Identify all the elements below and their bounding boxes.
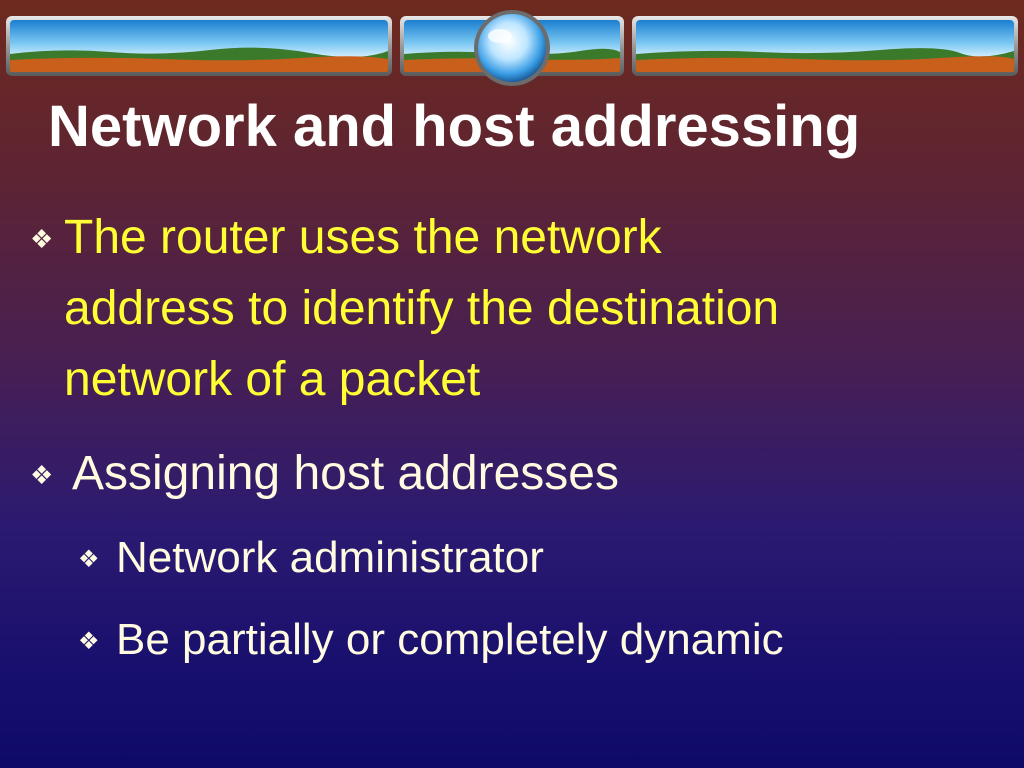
diamond-bullet-icon: ❖ (78, 628, 100, 655)
slide-title: Network and host addressing (48, 94, 861, 159)
bullet-item-assigning: ❖ Assigning host addresses (30, 438, 1020, 511)
diamond-bullet-icon: ❖ (30, 460, 54, 490)
bullet-text: Assigning host addresses (72, 447, 619, 500)
bullet-text: The router uses the network address to i… (64, 211, 780, 406)
diamond-bullet-icon: ❖ (30, 224, 54, 254)
bullet-item-network-admin: ❖ Network administrator (78, 530, 1018, 588)
globe-icon (474, 10, 550, 86)
banner-panel-left (6, 16, 392, 76)
bullet-text: Be partially or completely dynamic (116, 615, 784, 664)
diamond-bullet-icon: ❖ (78, 546, 100, 573)
landscape-globe-banner-icon (6, 10, 1018, 86)
bullet-item-router: ❖ The router uses the network address to… (30, 202, 1020, 415)
bullet-item-dynamic: ❖ Be partially or completely dynamic (78, 612, 1018, 670)
bullet-text: Network administrator (116, 533, 544, 582)
banner-panel-right (632, 16, 1018, 76)
